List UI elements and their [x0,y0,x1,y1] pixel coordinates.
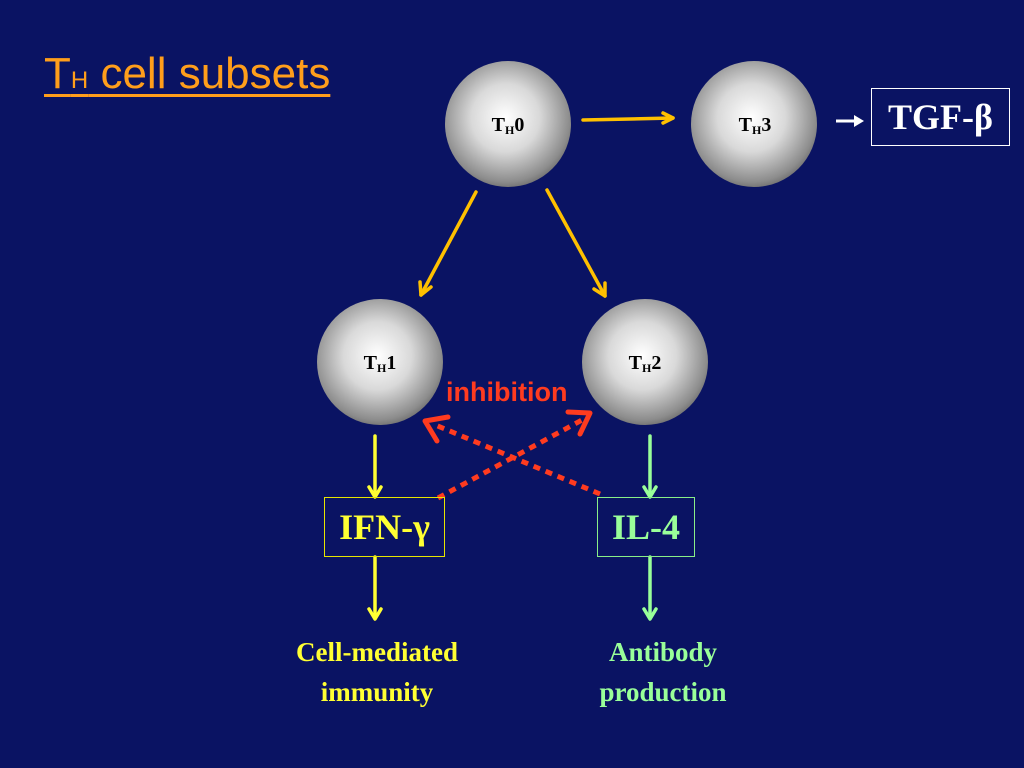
th2-cell [582,299,708,425]
inhibition-label: inhibition [446,377,568,407]
arrow-th1-to-ifn [367,434,383,499]
page-title: TH cell subsets [44,49,331,98]
arrow-ifn-to-immunity [367,555,383,621]
arrow-il4-to-antibody [642,555,658,621]
arrow-th0-to-th3 [581,111,675,125]
th1-label: TH1 [363,352,397,375]
ifn-gamma-label: IFN-γ [339,507,430,547]
th3-label: TH3 [738,114,772,137]
tgf-beta-label: TGF-β [888,97,993,137]
il4-box: IL-4 [597,497,695,557]
ifn-gamma-box: IFN-γ [324,497,445,557]
il4-label: IL-4 [611,507,680,547]
arrow-th3-to-tgf-head [854,115,864,127]
th1-cell [317,299,443,425]
arrow-th2-to-il4 [642,434,658,499]
cell-mediated-immunity-label: Cell-mediated immunity [296,637,458,707]
inhibition-th2-arrowhead [565,409,593,437]
arrow-th0-to-th2 [545,188,607,298]
inhibition-il4-to-th1 [432,421,601,497]
th3-cell [691,61,817,187]
arrow-th0-to-th1 [418,190,478,297]
th0-label: TH0 [491,114,525,137]
tgf-beta-box: TGF-β [871,88,1010,146]
inhibition-ifn-to-th2 [436,417,584,501]
th0-cell [445,61,571,187]
th2-label: TH2 [628,352,662,375]
inhibition-th1-arrowhead [422,414,451,444]
antibody-production-label: Antibody production [599,637,727,707]
